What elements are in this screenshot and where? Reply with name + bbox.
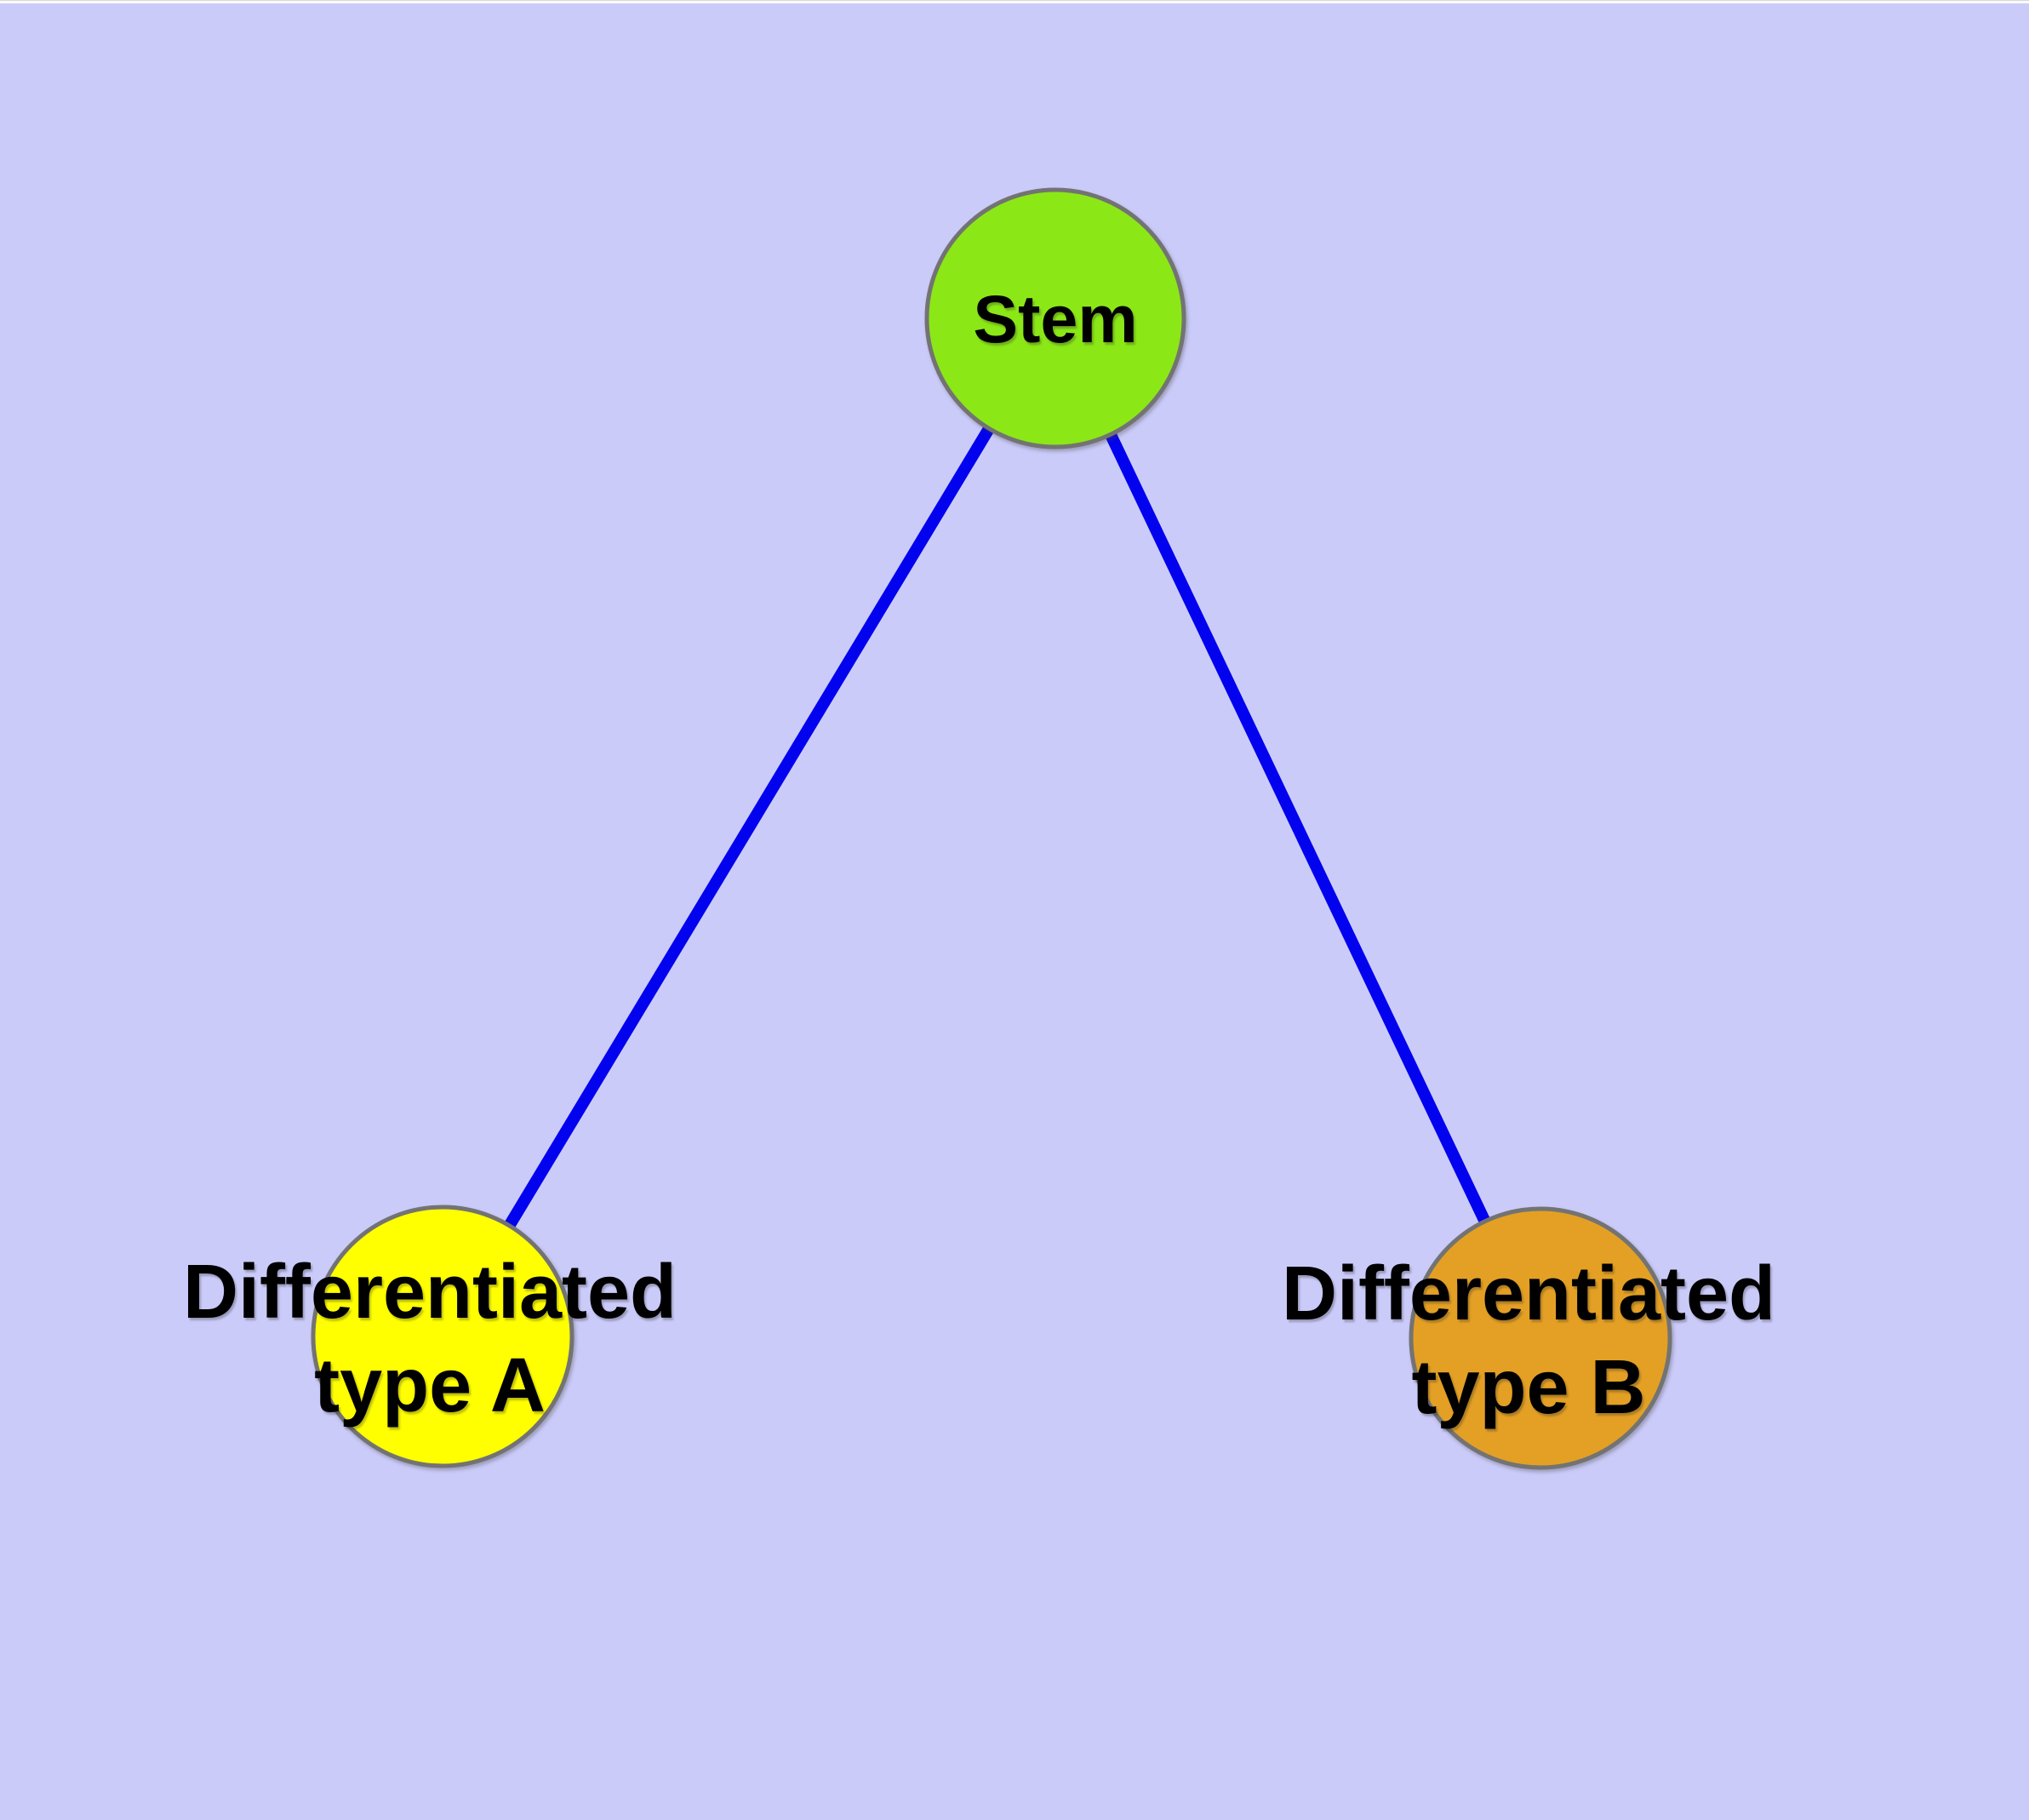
edge-stem-to-type-b (1049, 315, 1546, 1342)
node-type-a: Differentiated type A (183, 1205, 677, 1468)
node-type-b-label-line1: Differentiated (1282, 1251, 1775, 1336)
node-type-a-circle (311, 1205, 574, 1468)
node-type-b-label-line2: type B (1411, 1345, 1645, 1430)
node-type-a-label-line2: type A (314, 1343, 546, 1428)
node-stem-circle (924, 187, 1186, 449)
node-type-b-circle (1409, 1206, 1672, 1470)
edge-stem-to-type-a (437, 315, 1060, 1340)
node-type-a-label-line1: Differentiated (183, 1250, 677, 1335)
node-stem-label: Stem (973, 281, 1137, 357)
window-top-edge (0, 0, 2029, 3)
node-stem: Stem (924, 187, 1186, 449)
node-type-b: Differentiated type B (1282, 1206, 1775, 1470)
